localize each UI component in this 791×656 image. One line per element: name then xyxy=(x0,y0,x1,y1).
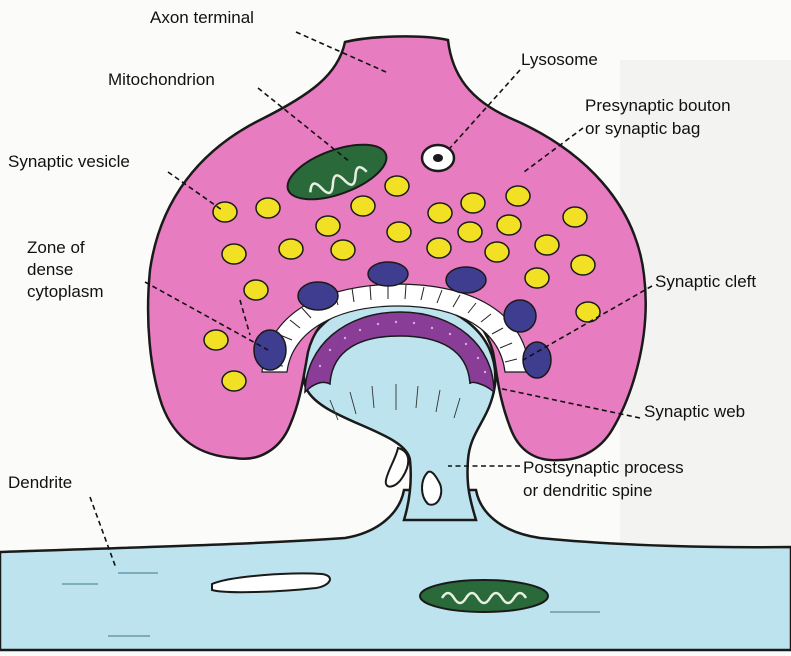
label-zone-dense-1: Zone of xyxy=(27,238,85,258)
vesicle xyxy=(385,176,409,196)
dense-zone xyxy=(368,262,408,286)
vesicle xyxy=(461,193,485,213)
label-presynaptic-bouton-2: or synaptic bag xyxy=(585,119,700,139)
vesicle xyxy=(316,216,340,236)
vesicle xyxy=(428,203,452,223)
vesicle xyxy=(576,302,600,322)
label-synaptic-cleft: Synaptic cleft xyxy=(655,272,756,292)
vesicle xyxy=(458,222,482,242)
vesicle xyxy=(244,280,268,300)
label-axon-terminal: Axon terminal xyxy=(150,8,254,28)
vesicle xyxy=(331,240,355,260)
dense-zone xyxy=(504,300,536,332)
vesicle xyxy=(497,215,521,235)
vesicle xyxy=(222,371,246,391)
vesicle xyxy=(213,202,237,222)
vesicle xyxy=(525,268,549,288)
dendrite-mitochondrion xyxy=(420,580,548,612)
label-lysosome: Lysosome xyxy=(521,50,598,70)
label-mitochondrion: Mitochondrion xyxy=(108,70,215,90)
label-synaptic-vesicle: Synaptic vesicle xyxy=(8,152,130,172)
vesicle xyxy=(535,235,559,255)
vesicle xyxy=(506,186,530,206)
vesicle xyxy=(485,242,509,262)
background-texture xyxy=(620,60,791,620)
vesicle xyxy=(351,196,375,216)
lysosome xyxy=(422,145,454,171)
vesicle xyxy=(563,207,587,227)
label-zone-dense-3: cytoplasm xyxy=(27,282,104,302)
vesicle xyxy=(204,330,228,350)
vesicle xyxy=(222,244,246,264)
vesicle xyxy=(279,239,303,259)
vesicle xyxy=(571,255,595,275)
dense-zone xyxy=(298,282,338,310)
label-presynaptic-bouton-1: Presynaptic bouton xyxy=(585,96,731,116)
label-zone-dense-2: dense xyxy=(27,260,73,280)
dense-zone xyxy=(523,342,551,378)
dense-zone xyxy=(446,267,486,293)
vesicle xyxy=(427,238,451,258)
label-postsynaptic-2: or dendritic spine xyxy=(523,481,652,501)
dense-zone xyxy=(254,330,286,370)
vesicle xyxy=(256,198,280,218)
label-postsynaptic-1: Postsynaptic process xyxy=(523,458,684,478)
label-synaptic-web: Synaptic web xyxy=(644,402,745,422)
vesicle xyxy=(387,222,411,242)
label-dendrite: Dendrite xyxy=(8,473,72,493)
